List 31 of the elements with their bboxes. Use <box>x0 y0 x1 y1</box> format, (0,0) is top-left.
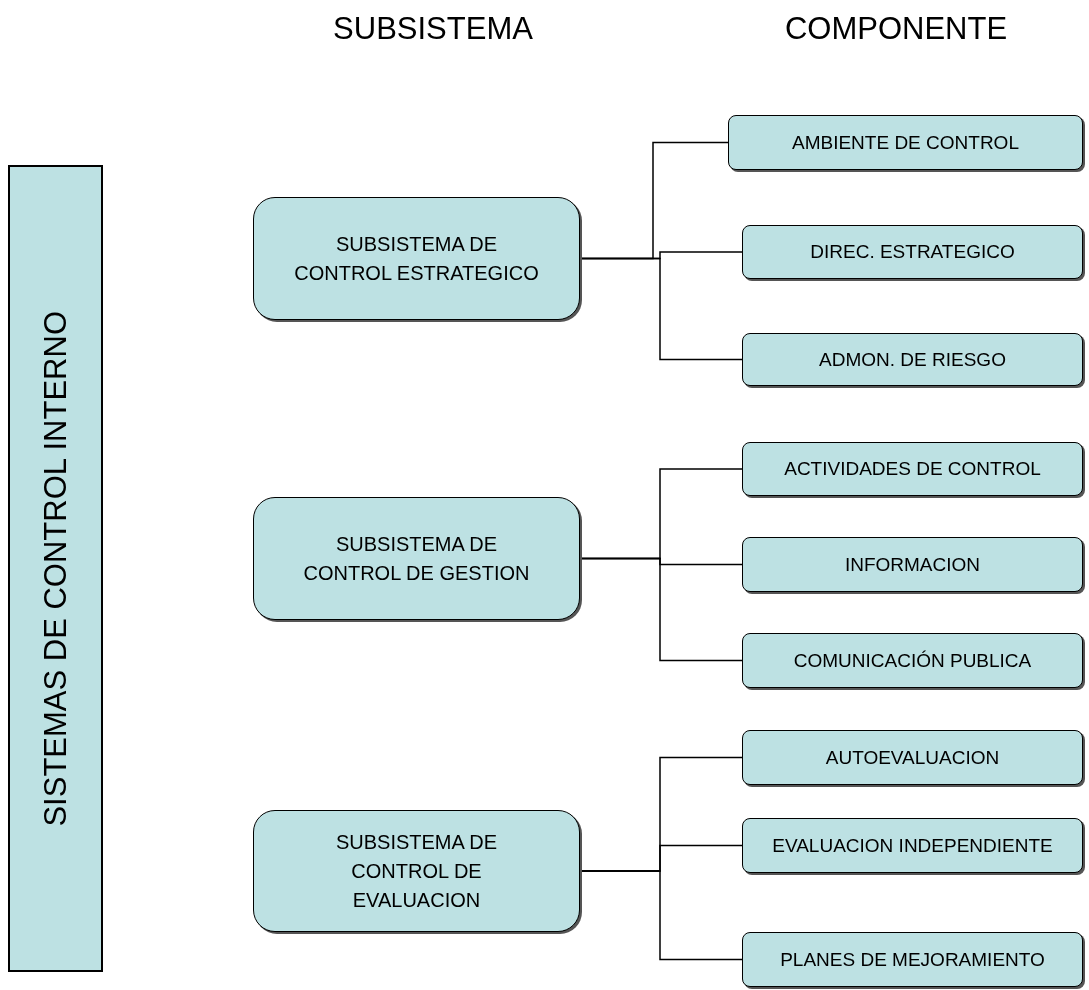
box-label: SUBSISTEMA DE CONTROL DE GESTION <box>302 531 531 586</box>
connector-line <box>579 257 743 361</box>
component-box <box>742 442 1083 496</box>
title-bar <box>8 165 103 972</box>
box-label: AMBIENTE DE CONTROL <box>792 130 1019 155</box>
subsystem-box <box>253 497 580 620</box>
box-label: EVALUACION INDEPENDIENTE <box>772 833 1053 858</box>
subsystem-box <box>253 810 580 932</box>
box-label: AUTOEVALUACION <box>825 745 1000 770</box>
component-box <box>742 537 1083 592</box>
vertical-title: SISTEMAS DE CONTROL INTERNO <box>40 310 71 827</box>
box-label: PLANES DE MEJORAMIENTO <box>780 947 1045 972</box>
component-box <box>728 115 1083 170</box>
box-label: ACTIVIDADES DE CONTROL <box>784 457 1041 482</box>
connector-line <box>579 557 743 662</box>
component-box <box>742 730 1083 785</box>
box-label: ADMON. DE RIESGO <box>819 347 1006 372</box>
box-label: DIREC. ESTRATEGICO <box>810 240 1015 265</box>
box-label: COMUNICACIÓN PUBLICA <box>793 648 1032 673</box>
column-heading: COMPONENTE <box>784 12 1008 44</box>
subsystem-box <box>253 197 580 320</box>
component-box <box>742 932 1083 987</box>
component-box <box>742 225 1083 279</box>
column-heading: SUBSISTEMA <box>333 12 533 44</box>
component-box <box>742 333 1083 386</box>
box-label: INFORMACION <box>844 552 981 577</box>
box-label: SUBSISTEMA DE CONTROL DE EVALUACION <box>334 829 499 913</box>
box-label: SUBSISTEMA DE CONTROL ESTRATEGICO <box>294 231 539 286</box>
connector-line <box>579 870 743 961</box>
component-box <box>742 818 1083 873</box>
component-box <box>742 633 1083 688</box>
